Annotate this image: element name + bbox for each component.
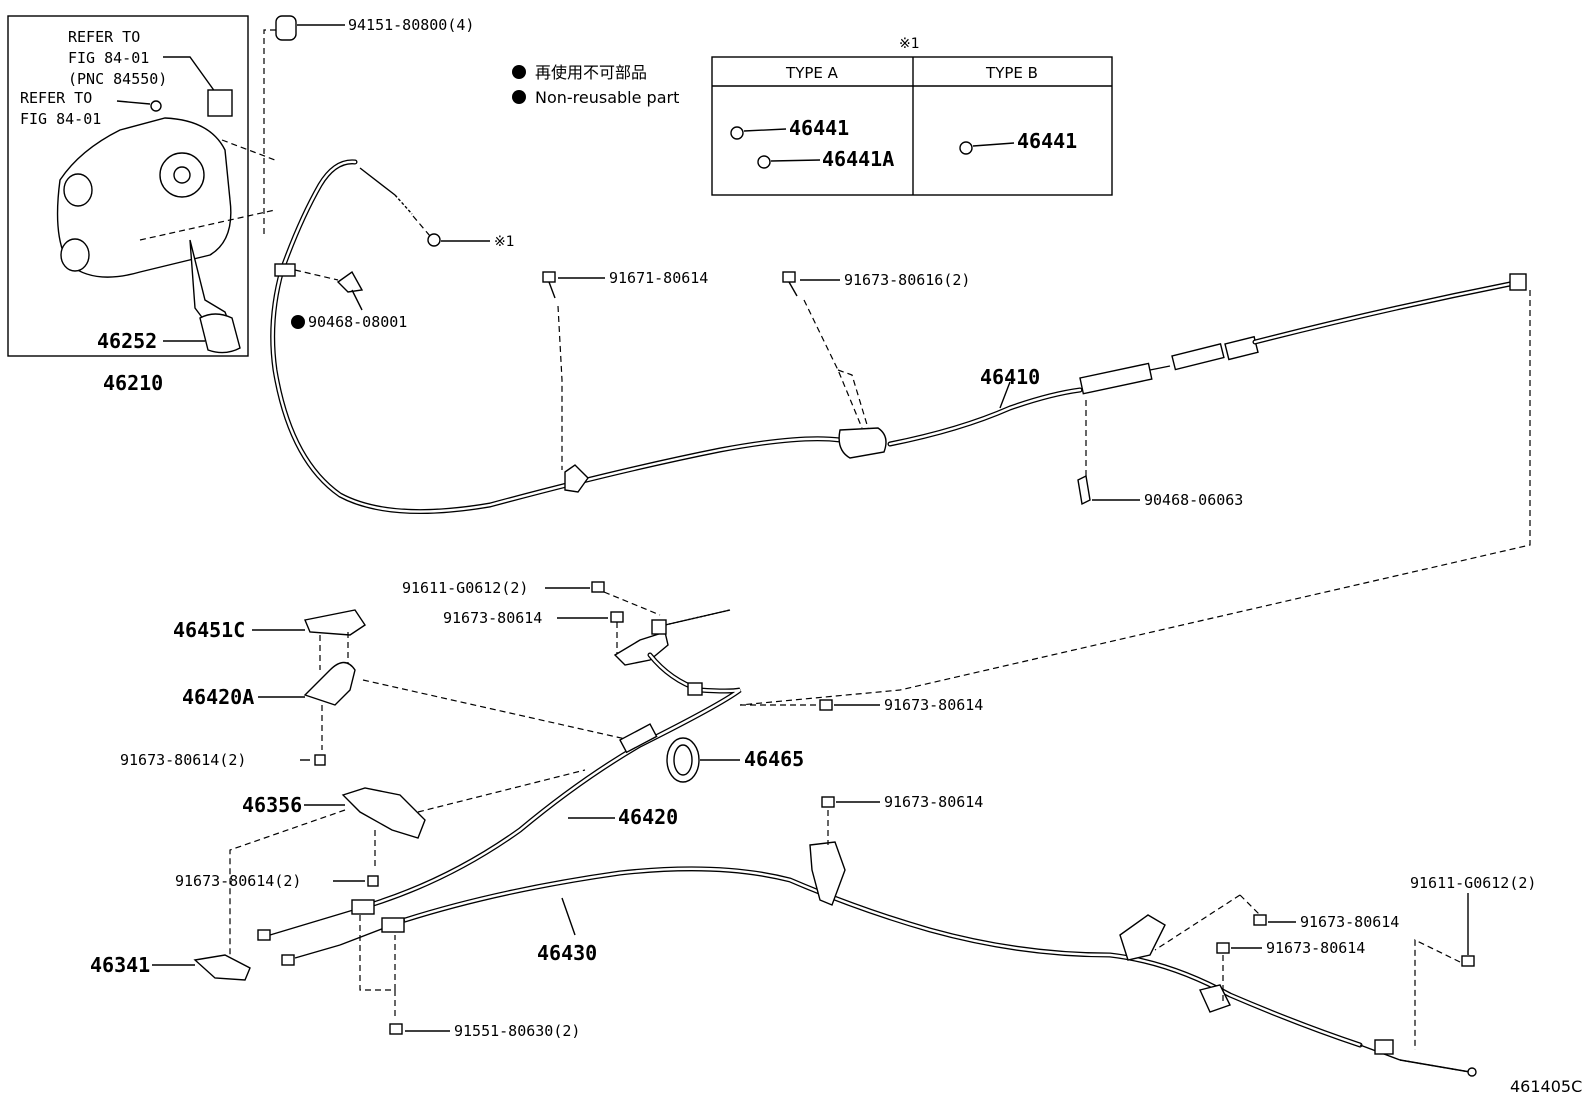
type-table-frame (711, 56, 1113, 196)
bolt-91671 (542, 271, 605, 470)
legend: 再使用不可部品 Non-reusable part (512, 63, 679, 107)
bolt-91673-a (610, 611, 624, 623)
part-label-46420: 46420 (618, 805, 678, 829)
cable-46430 (257, 841, 1477, 1077)
pedal-mount-1 (63, 173, 93, 207)
part-label-46341: 46341 (90, 953, 150, 977)
type-a-part-46441: 46441 (789, 116, 849, 140)
part-label-46210: 46210 (103, 371, 163, 395)
part-label-46430: 46430 (537, 941, 597, 965)
bolt-91551 (389, 1023, 403, 1035)
front-cable-46410 (270, 159, 1527, 515)
bolt-91611-a (591, 581, 605, 593)
lock-nut-ref (427, 233, 441, 247)
pedal-mount-2 (60, 238, 90, 272)
inset-dash-3 (139, 209, 276, 241)
part-label-46356: 46356 (242, 793, 302, 817)
bracket-46356 (341, 787, 426, 839)
part-label-91611-G0612-a: 91611-G0612(2) (402, 579, 528, 597)
part-label-91673-80614-b: 91673-80614 (884, 696, 983, 714)
bracket-46341 (193, 954, 251, 981)
part-label-46410: 46410 (980, 365, 1040, 389)
long-dash-link (739, 290, 1531, 706)
pedal-pad-part (199, 313, 241, 354)
legend-bullet-2 (512, 90, 526, 104)
part-label-91611-G0612-b: 91611-G0612(2) (1410, 874, 1536, 892)
cable-46420 (367, 652, 742, 908)
bolt-91673-b (819, 699, 833, 711)
type-b-part-46441: 46441 (1017, 129, 1077, 153)
nut-94151 (275, 15, 345, 41)
inset-refer-2-line-2: FIG 84-01 (20, 110, 101, 128)
bracket-46451C (304, 609, 366, 636)
part-label-91673-80614-d: 91673-80614 (1300, 913, 1399, 931)
pedal-assembly-inset: REFER TO FIG 84-01 (PNC 84550) REFER TO … (7, 15, 276, 395)
inset-bolt (150, 100, 162, 112)
bolt-91673-2a (314, 754, 326, 766)
legend-english: Non-reusable part (535, 88, 679, 107)
bolt-91673-d (1253, 914, 1267, 926)
inset-refer-1-line-1: REFER TO (68, 28, 140, 46)
part-label-91673-80616: 91673-80616(2) (844, 271, 970, 289)
part-label-91673-80614-2b: 91673-80614(2) (175, 872, 301, 890)
part-label-91551-80630: 91551-80630(2) (454, 1022, 580, 1040)
clip-90468-08001 (336, 270, 364, 293)
legend-bullet-1 (512, 65, 526, 79)
clip-90468-06063 (1077, 474, 1091, 506)
part-label-91673-80614-e: 91673-80614 (1266, 939, 1365, 957)
part-label-46465: 46465 (744, 747, 804, 771)
equalizer-bracket (613, 631, 669, 666)
part-label-91671-80614: 91671-80614 (609, 269, 708, 287)
bolt-91673-c (821, 796, 835, 808)
part-label-91673-80614-c: 91673-80614 (884, 793, 983, 811)
pedal-bracket-part (207, 89, 233, 117)
part-label-91673-80614-a: 91673-80614 (443, 609, 542, 627)
clamp-46420A (303, 661, 356, 706)
part-label-91673-80614-2a: 91673-80614(2) (120, 751, 246, 769)
inset-refer-2-line-1: REFER TO (20, 89, 92, 107)
inset-frame (7, 15, 249, 357)
part-label-46252: 46252 (97, 329, 157, 353)
non-reusable-marker (291, 315, 305, 329)
bolt-91673-e (1216, 942, 1230, 954)
type-a-part-46441A: 46441A (822, 147, 894, 171)
part-label-46451C: 46451C (173, 618, 245, 642)
inset-leader-2 (116, 100, 151, 105)
type-a-header: TYPE A (785, 64, 839, 82)
inset-refer-1-line-3: (PNC 84550) (68, 70, 167, 88)
bolt-91673-80616 (782, 271, 869, 429)
inset-dash-1 (263, 29, 276, 236)
pedal-pivot-hub (173, 166, 191, 184)
inset-refer-1-line-2: FIG 84-01 (68, 49, 149, 67)
part-label-94151-80800: 94151-80800(4) (348, 16, 474, 34)
inset-leader-1 (163, 56, 219, 97)
type-table-note-mark: ※1 (899, 36, 920, 52)
type-b-header: TYPE B (985, 64, 1038, 82)
bolt-91673-2b (367, 875, 379, 887)
bolt-91611-b (1461, 955, 1475, 967)
figure-code: 461405C (1510, 1077, 1582, 1096)
type-table: ※1 TYPE A TYPE B 46441 46441A 46441 (711, 36, 1113, 196)
part-label-46420A: 46420A (182, 685, 254, 709)
note-ref-mark: ※1 (494, 234, 515, 250)
part-label-90468-06063: 90468-06063 (1144, 491, 1243, 509)
legend-japanese: 再使用不可部品 (535, 63, 647, 82)
part-label-90468-08001: 90468-08001 (308, 313, 407, 331)
